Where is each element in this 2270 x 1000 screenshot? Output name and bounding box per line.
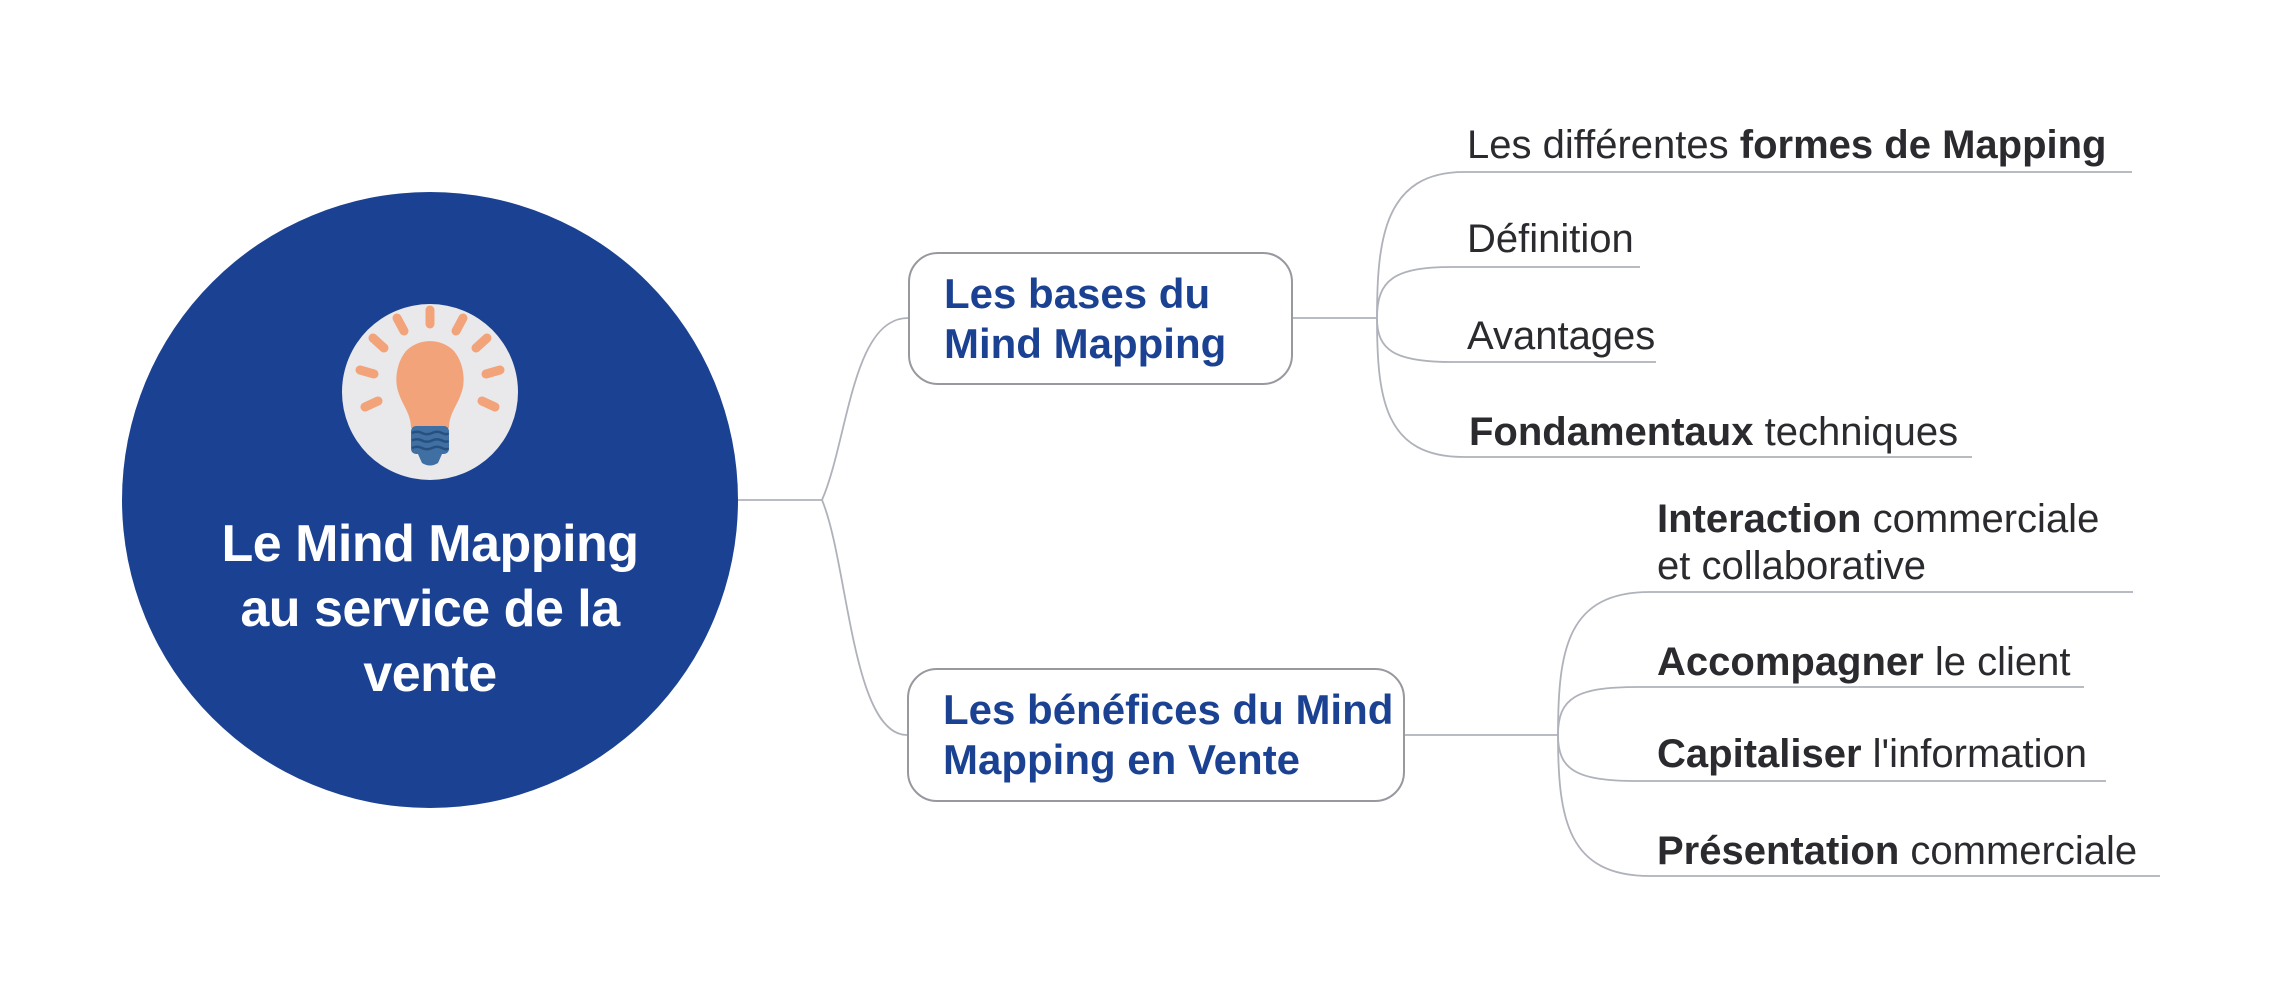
lightbulb-badge [342, 304, 518, 480]
connector-branch1-leaf1 [1376, 171, 2132, 319]
connector-branch1-leaf4 [1376, 317, 1972, 458]
leaf-text: commerciale [1861, 497, 2100, 541]
leaf-text: le client [1923, 640, 2071, 684]
leaf-fondamentaux[interactable]: Fondamentaux techniques [1469, 409, 1958, 456]
leaf-text: l'information [1861, 732, 2088, 776]
root-node-label: Le Mind Mapping au service de la vente [122, 512, 738, 707]
connector-branch2-leaf1 [1557, 591, 2133, 736]
root-label-line2: au service de la [240, 580, 620, 638]
leaf-text-bold: Capitaliser [1657, 732, 1862, 776]
branch-node-benefices[interactable]: Les bénéfices du Mind Mapping en Vente [907, 668, 1405, 802]
leaf-text: Les différentes [1467, 123, 1740, 167]
leaf-text: Définition [1467, 217, 1634, 261]
branch-node-bases[interactable]: Les bases du Mind Mapping [908, 252, 1293, 385]
connector-root-to-branch2 [821, 499, 908, 736]
leaf-text: Avantages [1467, 314, 1656, 358]
leaf-presentation[interactable]: Présentation commerciale [1657, 828, 2137, 875]
branch-benefices-line2: Mapping en Vente [943, 736, 1301, 783]
leaf-text-bold: formes de Mapping [1739, 123, 2107, 167]
root-label-line1: Le Mind Mapping [221, 515, 639, 573]
leaf-text-bold: Interaction [1657, 497, 1862, 541]
branch-bases-line1: Les bases du [944, 269, 1211, 317]
leaf-avantages[interactable]: Avantages [1467, 313, 1655, 360]
root-label-line3: vente [363, 645, 497, 703]
leaf-text-bold: Fondamentaux [1469, 410, 1754, 454]
connector-branch2-leaf4 [1557, 734, 2160, 877]
connector-root-to-branch1 [821, 317, 909, 501]
leaf-text-bold: Accompagner [1657, 640, 1924, 684]
branch-benefices-line1: Les bénéfices du Mind [943, 686, 1394, 733]
leaf-text: commerciale [1899, 829, 2138, 873]
lightbulb-icon [355, 305, 505, 466]
leaf-accompagner[interactable]: Accompagner le client [1657, 639, 2071, 686]
leaf-interaction[interactable]: Interaction commerciale et collaborative [1657, 496, 2099, 590]
leaf-text-line2: et collaborative [1657, 544, 1927, 588]
leaf-formes-de-mapping[interactable]: Les différentes formes de Mapping [1467, 122, 2106, 169]
connector-branch2-leaf2 [1557, 686, 2084, 736]
leaf-text: techniques [1753, 410, 1959, 454]
leaf-capitaliser[interactable]: Capitaliser l'information [1657, 731, 2087, 778]
connector-branch1-leaf2 [1376, 266, 1640, 319]
leaf-definition[interactable]: Définition [1467, 216, 1634, 263]
root-node[interactable] [122, 192, 738, 808]
leaf-text-bold: Présentation [1657, 829, 1900, 873]
branch-bases-line2: Mind Mapping [944, 319, 1227, 367]
